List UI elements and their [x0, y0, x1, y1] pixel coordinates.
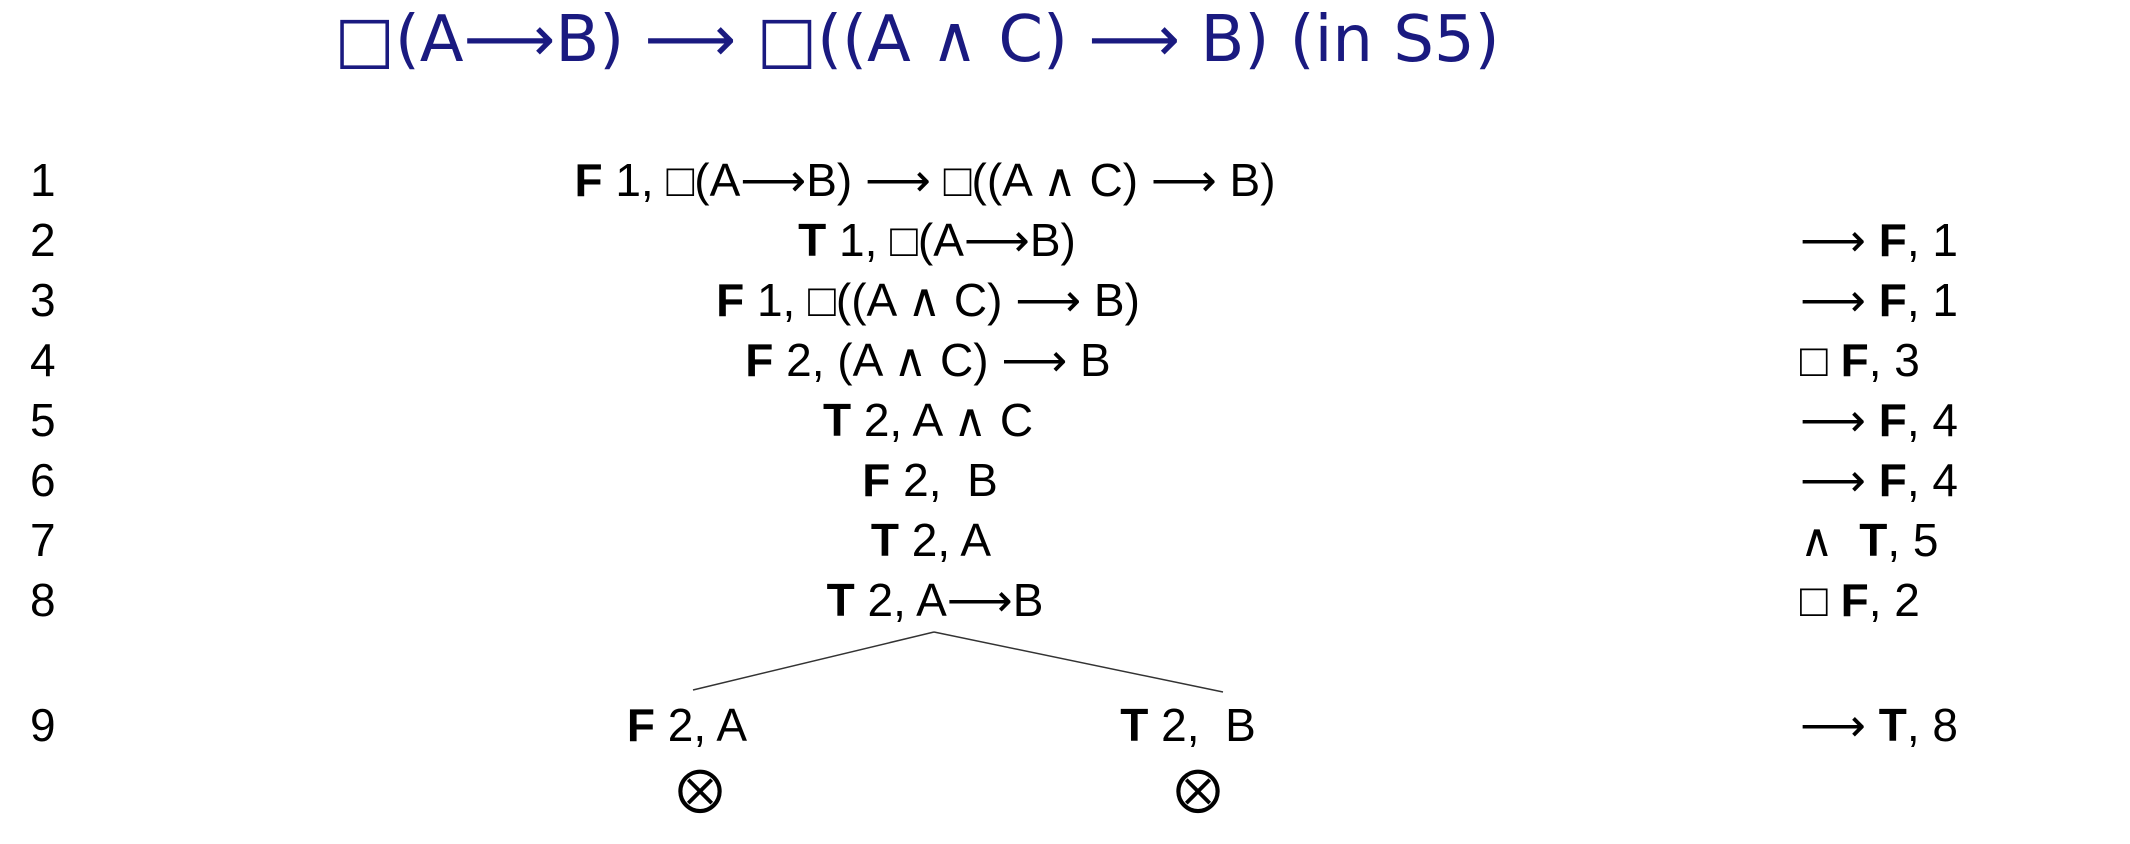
just-reference: , 3 [1868, 334, 1920, 386]
just-reference: , 5 [1887, 514, 1939, 566]
tableau-row: 8 T 2, A⟶B □ F, 2 [0, 570, 2130, 630]
just-sign: F [1878, 274, 1907, 326]
row-justification: ⟶ T, 8 [1800, 695, 1958, 755]
just-sign: F [1878, 214, 1907, 266]
just-sign: F [1840, 574, 1869, 626]
row-formula-text: 2, A⟶B [854, 574, 1044, 626]
just-sign: T [1859, 514, 1888, 566]
row-formula: F 1, □(A⟶B) ⟶ □((A ∧ C) ⟶ B) [574, 150, 1275, 210]
row-number: 4 [30, 334, 56, 386]
row-justification: □ F, 3 [1800, 330, 1920, 390]
just-reference: , 4 [1906, 454, 1958, 506]
row-justification: ⟶ F, 4 [1800, 450, 1958, 510]
row-number: 6 [30, 454, 56, 506]
row-sign: F [716, 274, 745, 326]
just-operator: ⟶ [1800, 274, 1879, 326]
tableau-row: 7 T 2, A ∧ T, 5 [0, 510, 2130, 570]
just-operator: ⟶ [1800, 214, 1879, 266]
row-formula: T 2, A [871, 510, 991, 570]
row-sign: T [1120, 699, 1149, 751]
just-operator: □ [1800, 574, 1841, 626]
row-number: 9 [30, 699, 56, 751]
row-formula: T 2, A⟶B [827, 570, 1044, 630]
closed-branch-marker-right: ⨂ [1175, 761, 1221, 815]
row-formula-text: 2, A [899, 514, 992, 566]
row-formula-text: 2, A ∧ C [851, 394, 1034, 446]
row-justification: ⟶ F, 4 [1800, 390, 1958, 450]
just-operator: □ [1800, 334, 1841, 386]
tableau-row: 3 F 1, □((A ∧ C) ⟶ B) ⟶ F, 1 [0, 270, 2130, 330]
row-formula-text: 1, □(A⟶B) ⟶ □((A ∧ C) ⟶ B) [602, 154, 1276, 206]
row-formula: T 2, A ∧ C [823, 390, 1033, 450]
just-sign: F [1840, 334, 1869, 386]
just-operator: ⟶ [1800, 454, 1879, 506]
closed-branch-marker-left: ⨂ [677, 761, 723, 815]
just-operator: ∧ [1800, 514, 1860, 566]
row-number: 7 [30, 514, 56, 566]
just-reference: , 2 [1868, 574, 1920, 626]
just-reference: , 8 [1906, 699, 1958, 751]
row-formula-text: 1, □(A⟶B) [826, 214, 1076, 266]
row-sign: F [745, 334, 774, 386]
right-branch-formula: T 2, B [1120, 695, 1256, 755]
row-number: 1 [30, 154, 56, 206]
row-sign: F [862, 454, 891, 506]
row-number: 3 [30, 274, 56, 326]
just-sign: F [1878, 454, 1907, 506]
just-sign: T [1878, 699, 1907, 751]
row-sign: F [574, 154, 603, 206]
just-reference: , 1 [1906, 214, 1958, 266]
left-branch-formula: F 2, A [627, 695, 747, 755]
row-number: 8 [30, 574, 56, 626]
row-sign: T [826, 574, 855, 626]
row-formula-text: 1, □((A ∧ C) ⟶ B) [744, 274, 1140, 326]
right-branch-line [933, 631, 1224, 693]
row-justification: □ F, 2 [1800, 570, 1920, 630]
row-justification: ∧ T, 5 [1800, 510, 1939, 570]
row-sign: T [798, 214, 827, 266]
just-operator: ⟶ [1800, 699, 1879, 751]
row-sign: T [870, 514, 900, 566]
row-formula-text: 2, A [655, 699, 748, 751]
tableau-row: 1 F 1, □(A⟶B) ⟶ □((A ∧ C) ⟶ B) [0, 150, 2130, 210]
row-sign: T [822, 394, 852, 446]
just-reference: , 1 [1906, 274, 1958, 326]
tableau-row: 6 F 2, B ⟶ F, 4 [0, 450, 2130, 510]
row-formula: F 2, (A ∧ C) ⟶ B [745, 330, 1110, 390]
row-number: 2 [30, 214, 56, 266]
tableau-row: 5 T 2, A ∧ C ⟶ F, 4 [0, 390, 2130, 450]
row-justification: ⟶ F, 1 [1800, 270, 1958, 330]
row-formula-text: 2, (A ∧ C) ⟶ B [773, 334, 1111, 386]
row-formula: T 1, □(A⟶B) [798, 210, 1076, 270]
row-formula-text: 2, B [890, 454, 998, 506]
tableau-row-branch: 9 F 2, A T 2, B ⟶ T, 8 [0, 695, 2130, 755]
row-formula: F 2, B [862, 450, 998, 510]
just-sign: F [1878, 394, 1907, 446]
slide-title: □(A⟶B) ⟶ □((A ∧ C) ⟶ B) (in S5) [334, 3, 1500, 77]
tableau-row: 2 T 1, □(A⟶B) ⟶ F, 1 [0, 210, 2130, 270]
row-formula-text: 2, B [1148, 699, 1256, 751]
row-justification: ⟶ F, 1 [1800, 210, 1958, 270]
just-operator: ⟶ [1800, 394, 1879, 446]
row-sign: F [626, 699, 656, 751]
row-formula: F 1, □((A ∧ C) ⟶ B) [716, 270, 1140, 330]
left-branch-line [692, 631, 935, 691]
row-number: 5 [30, 394, 56, 446]
just-reference: , 4 [1906, 394, 1958, 446]
tableau-row: 4 F 2, (A ∧ C) ⟶ B □ F, 3 [0, 330, 2130, 390]
